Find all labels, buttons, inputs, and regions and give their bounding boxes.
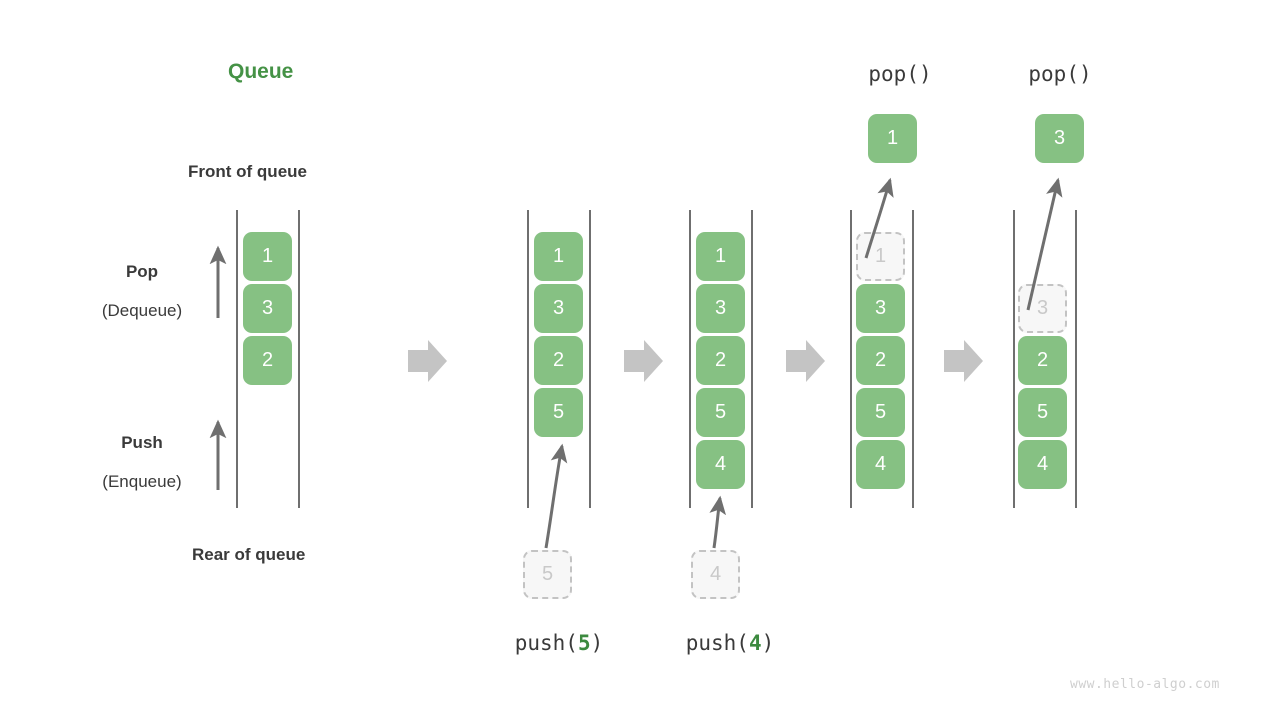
popped-element: 1 bbox=[868, 114, 917, 163]
queue-cell: 1 bbox=[243, 232, 292, 281]
queue-cell: 4 bbox=[856, 440, 905, 489]
transition-arrow-icon bbox=[408, 340, 447, 382]
queue-cell: 2 bbox=[534, 336, 583, 385]
incoming-element: 5 bbox=[523, 550, 572, 599]
queue-cell: 5 bbox=[856, 388, 905, 437]
popped-element: 3 bbox=[1035, 114, 1084, 163]
queue-cell: 2 bbox=[696, 336, 745, 385]
rear-of-queue-label: Rear of queue bbox=[192, 545, 306, 564]
push-5-caption: push(5) bbox=[514, 631, 604, 655]
queue-cell: 5 bbox=[534, 388, 583, 437]
front-of-queue-label: Front of queue bbox=[188, 162, 307, 181]
queue-cell: 3 bbox=[534, 284, 583, 333]
watermark: www.hello-algo.com bbox=[1070, 677, 1220, 692]
queue-cell: 2 bbox=[856, 336, 905, 385]
queue-rail-left-2 bbox=[689, 210, 691, 508]
queue-cell: 5 bbox=[1018, 388, 1067, 437]
push-label: Push bbox=[121, 433, 163, 452]
queue-cell: 1 bbox=[696, 232, 745, 281]
queue-cell: 5 bbox=[696, 388, 745, 437]
queue-cell-vacated: 1 bbox=[856, 232, 905, 281]
queue-cell: 4 bbox=[1018, 440, 1067, 489]
queue-rail-left-3 bbox=[850, 210, 852, 508]
push-5-arg: 5 bbox=[577, 631, 591, 655]
queue-rail-right-0 bbox=[298, 210, 300, 508]
queue-rail-right-4 bbox=[1075, 210, 1077, 508]
push-4-arg: 4 bbox=[748, 631, 762, 655]
queue-rail-right-1 bbox=[589, 210, 591, 508]
queue-cell: 3 bbox=[243, 284, 292, 333]
push-5-arrow bbox=[544, 443, 568, 549]
transition-arrow-icon bbox=[786, 340, 825, 382]
queue-rail-right-2 bbox=[751, 210, 753, 508]
queue-rail-left-4 bbox=[1013, 210, 1015, 508]
queue-rail-left-1 bbox=[527, 210, 529, 508]
push-4-arrow bbox=[709, 495, 727, 549]
queue-cell: 2 bbox=[1018, 336, 1067, 385]
queue-cell: 3 bbox=[856, 284, 905, 333]
queue-cell-vacated: 3 bbox=[1018, 284, 1067, 333]
queue-cell: 1 bbox=[534, 232, 583, 281]
page-title: Queue bbox=[228, 60, 294, 83]
queue-cell: 3 bbox=[696, 284, 745, 333]
pop-op-label-2: pop() bbox=[1028, 62, 1092, 86]
incoming-element: 4 bbox=[691, 550, 740, 599]
queue-cell: 2 bbox=[243, 336, 292, 385]
pop-label: Pop bbox=[125, 262, 159, 281]
queue-rail-right-3 bbox=[912, 210, 914, 508]
transition-arrow-icon bbox=[944, 340, 983, 382]
transition-arrow-icon bbox=[624, 340, 663, 382]
enqueue-label: (Enqueue) bbox=[102, 472, 182, 491]
queue-rail-left-0 bbox=[236, 210, 238, 508]
dequeue-label: (Dequeue) bbox=[101, 301, 183, 320]
push-4-caption: push(4) bbox=[685, 631, 775, 655]
pop-op-label-1: pop() bbox=[868, 62, 932, 86]
queue-cell: 4 bbox=[696, 440, 745, 489]
